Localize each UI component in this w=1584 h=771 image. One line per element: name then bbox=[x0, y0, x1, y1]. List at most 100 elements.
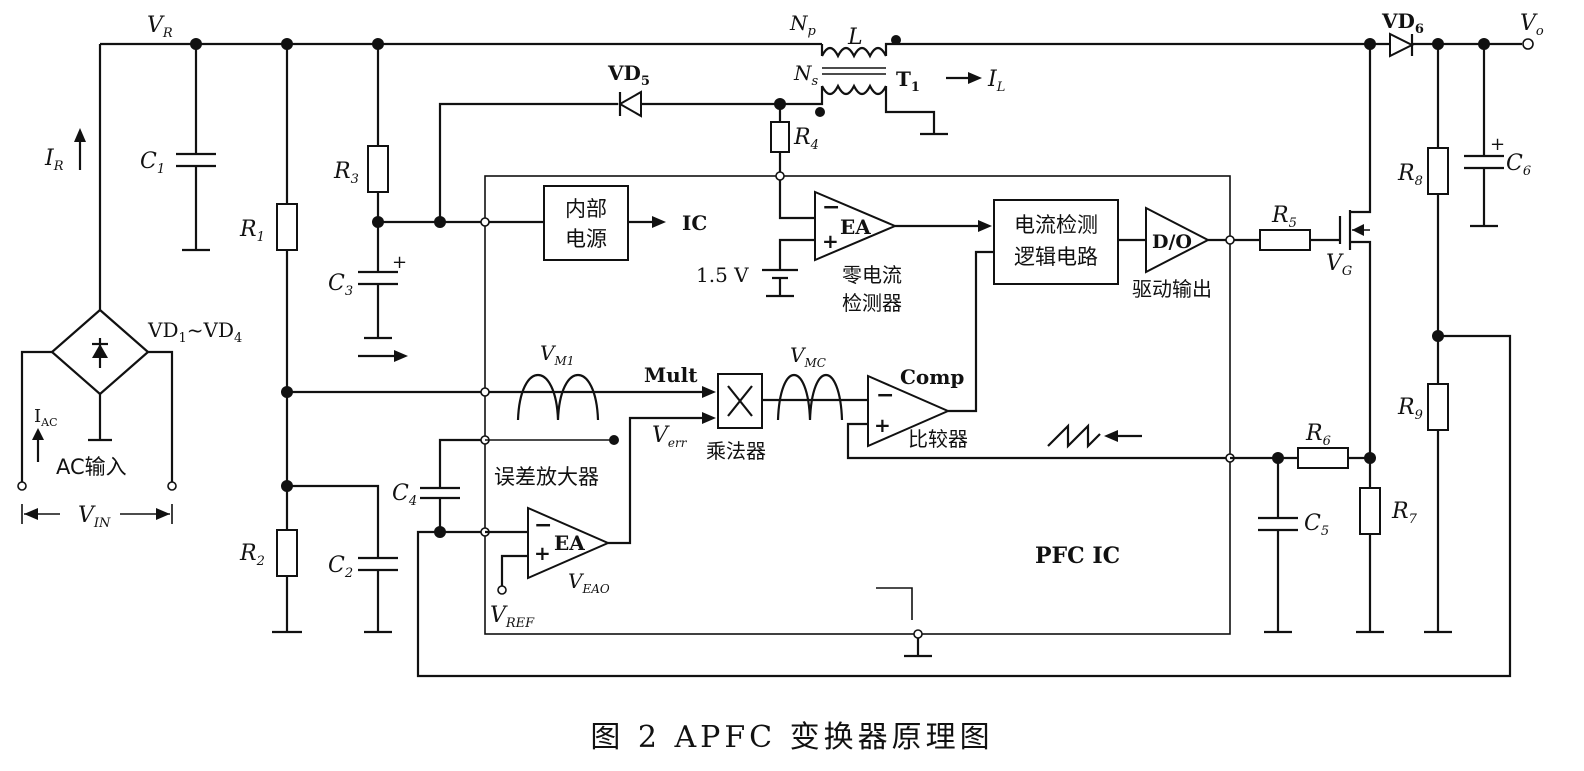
r3-label: R3 bbox=[333, 159, 359, 187]
zc-minus: − bbox=[822, 194, 840, 220]
comparator-label: 比较器 bbox=[908, 427, 968, 451]
gnd-marker bbox=[876, 587, 913, 620]
resistor-r7 bbox=[1359, 487, 1381, 535]
r5-label: R5 bbox=[1271, 203, 1297, 231]
capacitor-c1 bbox=[176, 44, 216, 252]
zero-current-line1: 零电流 bbox=[842, 263, 902, 287]
vmc-label: VMC bbox=[790, 343, 826, 370]
ns-label: Ns bbox=[793, 61, 819, 89]
r4-label: R4 bbox=[793, 125, 819, 153]
vo-terminal bbox=[1522, 38, 1534, 50]
mult-label: Mult bbox=[644, 363, 698, 387]
transformer-t1 bbox=[780, 35, 948, 136]
ic-output-label: IC bbox=[682, 211, 707, 235]
vr-label: VR bbox=[147, 13, 173, 41]
vd6-label: VD6 bbox=[1381, 9, 1424, 37]
pfc-ic-boundary bbox=[484, 175, 1231, 635]
schematic-svg: PFC IC VD1~VD4 IR IAC AC输入 VIN VR C1 bbox=[17, 9, 1544, 678]
err-minus: − bbox=[534, 512, 552, 538]
cmp-plus: + bbox=[874, 413, 891, 437]
err-ea-label: EA bbox=[554, 531, 585, 555]
c2-label: C2 bbox=[328, 553, 353, 581]
internal-power-line2: 电源 bbox=[565, 227, 607, 251]
internal-power-block bbox=[543, 185, 629, 261]
pin-gate bbox=[1225, 235, 1235, 245]
pin-mult bbox=[480, 387, 490, 397]
driver-do bbox=[1145, 206, 1211, 274]
resistor-r4 bbox=[770, 121, 790, 153]
drive-out-label: 驱动输出 bbox=[1132, 277, 1212, 301]
r8-label: R8 bbox=[1397, 161, 1423, 189]
current-logic-line2: 逻辑电路 bbox=[1014, 245, 1098, 269]
vm1-label: VM1 bbox=[540, 341, 574, 368]
vmc-waveform bbox=[776, 374, 844, 421]
t1-label: T1 bbox=[896, 67, 920, 95]
resistor-r6 bbox=[1297, 447, 1349, 469]
capacitor-c3 bbox=[358, 192, 398, 340]
zc-plus: + bbox=[822, 229, 839, 253]
r9-label: R9 bbox=[1397, 395, 1423, 423]
current-logic-line1: 电流检测 bbox=[1014, 213, 1098, 237]
iac-label: IAC bbox=[34, 406, 58, 429]
capacitor-c2 bbox=[287, 484, 398, 634]
vd5-label: VD5 bbox=[607, 61, 650, 89]
l-label: L bbox=[847, 25, 863, 50]
resistor-r8 bbox=[1427, 147, 1449, 195]
bridge-label: VD1~VD4 bbox=[147, 318, 242, 346]
comparator bbox=[867, 374, 951, 448]
resistor-r5 bbox=[1259, 229, 1311, 251]
zc-ea-label: EA bbox=[840, 215, 871, 239]
c6-label: C6 bbox=[1506, 151, 1531, 179]
vg-label: VG bbox=[1326, 251, 1352, 279]
error-amplifier bbox=[527, 506, 611, 580]
pin-gnd bbox=[913, 629, 923, 639]
capacitor-c5 bbox=[1258, 458, 1298, 634]
error-amp-label: 误差放大器 bbox=[494, 465, 599, 489]
c3-plus: + bbox=[392, 252, 407, 273]
pfc-ic-label: PFC IC bbox=[1035, 543, 1120, 569]
capacitor-c6 bbox=[1464, 44, 1504, 228]
pin-zcd bbox=[775, 171, 785, 181]
zero-current-line2: 检测器 bbox=[842, 291, 902, 315]
capacitor-c4 bbox=[420, 438, 485, 532]
verr-label: Verr bbox=[652, 423, 688, 450]
vm1-waveform bbox=[516, 374, 600, 421]
vref-label: VREF bbox=[490, 603, 535, 631]
zero-current-amplifier bbox=[814, 190, 898, 262]
veao-label: VEAO bbox=[568, 569, 610, 596]
il-label: IL bbox=[987, 67, 1005, 95]
np-label: Np bbox=[789, 11, 817, 39]
vo-label: Vo bbox=[1520, 11, 1544, 39]
cmp-minus: − bbox=[876, 382, 894, 408]
internal-power-line1: 内部 bbox=[565, 197, 607, 221]
c1-label: C1 bbox=[140, 149, 165, 177]
ir-label: IR bbox=[44, 146, 64, 174]
r6-label: R6 bbox=[1305, 421, 1331, 449]
multiplier-label: 乘法器 bbox=[706, 439, 766, 463]
c6-plus: + bbox=[1490, 134, 1505, 155]
err-plus: + bbox=[534, 541, 551, 565]
feedback-loop bbox=[416, 334, 1512, 678]
diode-vd6 bbox=[1389, 32, 1415, 58]
vin-label: VIN bbox=[78, 503, 111, 531]
bridge-rectifier bbox=[17, 308, 177, 491]
r2-label: R2 bbox=[239, 541, 265, 569]
current-logic-block bbox=[993, 199, 1119, 285]
pin-vcc bbox=[480, 217, 490, 227]
ac-input-label: AC输入 bbox=[56, 455, 127, 479]
c5-label: C5 bbox=[1304, 511, 1329, 539]
resistor-r3 bbox=[367, 145, 389, 193]
r1-label: R1 bbox=[239, 217, 265, 245]
c4-label: C4 bbox=[392, 481, 417, 509]
resistor-r2 bbox=[276, 529, 298, 577]
v15-label: 1.5 V bbox=[696, 263, 749, 287]
mosfet-switch bbox=[1338, 44, 1372, 458]
resistor-r1 bbox=[276, 203, 298, 251]
diode-vd5 bbox=[617, 90, 780, 118]
comp-label: Comp bbox=[900, 365, 964, 389]
sawtooth-icon bbox=[1047, 423, 1101, 449]
resistor-r9 bbox=[1427, 383, 1449, 431]
do-label: D/O bbox=[1152, 231, 1192, 253]
r7-label: R7 bbox=[1391, 499, 1418, 527]
